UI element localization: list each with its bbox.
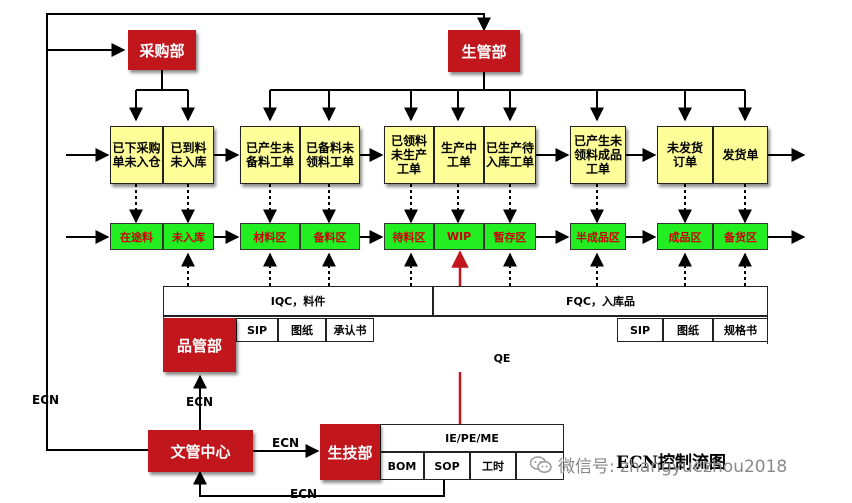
doc-wo-not-prepared[interactable]: 已产生未 备料工单: [240, 126, 300, 184]
document-center-dept[interactable]: 文管中心: [148, 430, 253, 472]
watermark-text: 微信号: zhangyuezhou2018: [558, 457, 788, 477]
ecn-label-up: ECN: [186, 395, 214, 409]
purchasing-dept[interactable]: 采购部: [128, 30, 196, 70]
production-control-dept[interactable]: 生管部: [448, 30, 520, 72]
engineering-doc-bom[interactable]: BOM: [380, 452, 424, 480]
quality-left-doc-sip[interactable]: SIP: [236, 318, 278, 342]
doc-order-not-shipped[interactable]: 未发货 订单: [657, 126, 713, 184]
qe-section: QE: [236, 344, 768, 372]
zone-prep[interactable]: 备料区: [300, 223, 360, 250]
doc-wo-produced-pending-stock[interactable]: 已生产待 入库工单: [484, 126, 536, 184]
zone-temporary[interactable]: 暂存区: [484, 223, 536, 250]
engineering-doc-labor-time[interactable]: 工时: [470, 452, 516, 480]
doc-fg-wo-not-issued[interactable]: 已产生未 领料成品 工单: [570, 126, 626, 184]
zone-semi-finished[interactable]: 半成品区: [570, 223, 626, 250]
zone-staging[interactable]: 备货区: [713, 223, 768, 250]
doc-wo-issued-not-produced[interactable]: 已领料 未生产 工单: [384, 126, 434, 184]
zone-material[interactable]: 材料区: [240, 223, 300, 250]
zone-not-stocked[interactable]: 未入库: [163, 223, 214, 250]
quality-right-doc-sip[interactable]: SIP: [617, 318, 663, 342]
quality-right-doc-spec[interactable]: 规格书: [713, 318, 768, 342]
engineering-doc-sop[interactable]: SOP: [424, 452, 470, 480]
zone-finished-goods[interactable]: 成品区: [657, 223, 713, 250]
doc-po-not-received[interactable]: 已下采购 单未入仓: [110, 126, 163, 184]
engineering-dept[interactable]: 生技部: [320, 424, 380, 480]
doc-shipping-note[interactable]: 发货单: [713, 126, 768, 184]
doc-wo-in-production[interactable]: 生产中 工单: [434, 126, 484, 184]
quality-left-doc-approval[interactable]: 承认书: [326, 318, 374, 342]
zone-pending-material[interactable]: 待料区: [384, 223, 434, 250]
engineering-header: IE/PE/ME: [380, 424, 564, 452]
diagram-title: ECN控制流图: [616, 453, 727, 473]
doc-arrived-not-stocked[interactable]: 已到料 未入库: [163, 126, 214, 184]
quality-left-doc-drawing[interactable]: 图纸: [278, 318, 326, 342]
ecn-label-right: ECN: [272, 436, 300, 450]
fqc-section: FQC，入库品: [433, 286, 768, 316]
quality-dept[interactable]: 品管部: [163, 318, 236, 372]
ecn-label-left: ECN: [32, 393, 60, 407]
doc-wo-prepared-not-issued[interactable]: 已备料未 领料工单: [300, 126, 360, 184]
iqc-section: IQC，料件: [163, 286, 433, 316]
zone-in-transit[interactable]: 在途料: [110, 223, 163, 250]
ecn-label-bottom: ECN: [290, 487, 318, 501]
zone-wip[interactable]: WIP: [434, 223, 484, 250]
wechat-icon: [530, 455, 552, 473]
watermark: 微信号: zhangyuezhou2018: [530, 452, 787, 477]
quality-right-doc-drawing[interactable]: 图纸: [663, 318, 713, 342]
